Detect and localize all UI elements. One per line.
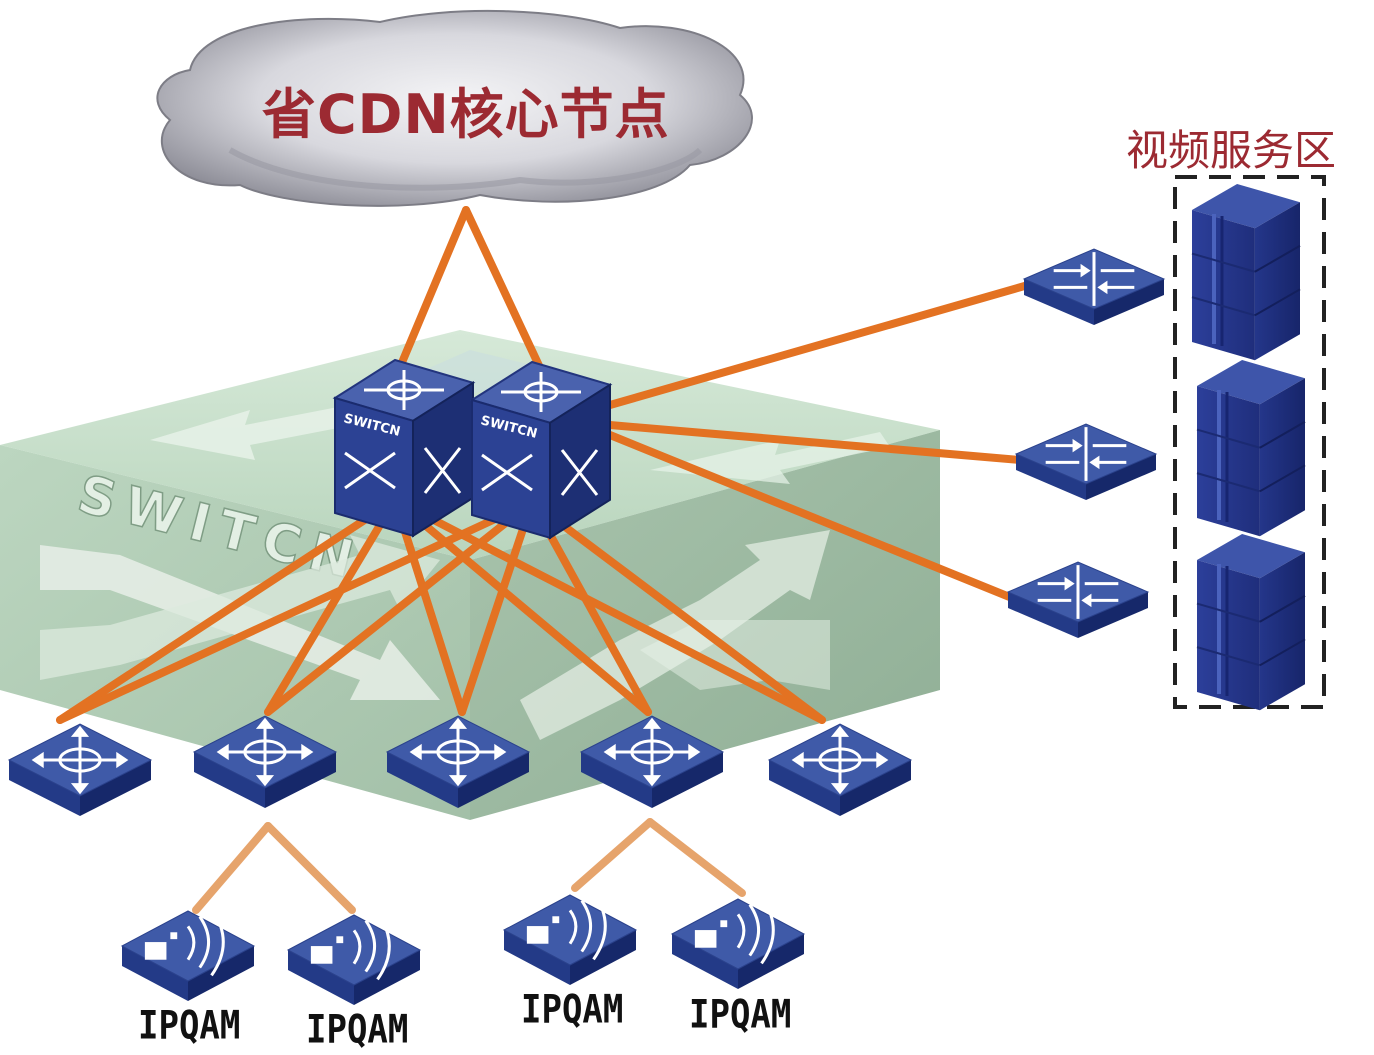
video-server-3 (1196, 534, 1306, 711)
converge-arrows-icon (1037, 565, 1119, 619)
core-to-server-links (606, 281, 1032, 602)
access-switch-1 (7, 723, 153, 816)
wireless-icon (144, 907, 225, 977)
router-arrows-icon (603, 717, 701, 787)
video-server-2 (1196, 360, 1306, 537)
core-switch-right: SWITCN (469, 360, 613, 540)
cloud-label: 省CDN核心节点 (262, 83, 670, 146)
ipqam-label-2: IPQAM (306, 1007, 409, 1053)
access-switch-2 (192, 715, 338, 808)
router-arrows-icon (409, 717, 507, 787)
access-switch-4 (579, 715, 725, 808)
wireless-icon (694, 895, 775, 965)
cloud-uplinks (394, 206, 546, 376)
zone-switch-3 (1006, 561, 1150, 638)
ipqam-device-2 (286, 911, 422, 1005)
video-zone-switches (1006, 248, 1166, 638)
access-to-ipqam-links (192, 818, 746, 914)
zone-switch-1 (1022, 248, 1166, 325)
wireless-icon (310, 911, 391, 981)
converge-arrows-icon (1045, 427, 1127, 481)
access-switch-row (7, 715, 913, 816)
access-switch-3 (385, 715, 531, 808)
ipqam-label-1: IPQAM (138, 1003, 241, 1049)
switch-arrows-icon (481, 372, 599, 496)
zone-switch-2 (1014, 423, 1158, 500)
ipqam-label-3: IPQAM (521, 987, 624, 1033)
core-to-access-links (56, 496, 826, 724)
ipqam-device-1 (120, 907, 256, 1001)
ipqam-label-4: IPQAM (689, 992, 792, 1038)
ipqam-devices (120, 891, 806, 1005)
video-server-1 (1191, 184, 1301, 361)
video-zone-label: 视频服务区 (1126, 126, 1337, 175)
wireless-icon (526, 891, 607, 961)
router-arrows-icon (31, 725, 129, 795)
access-switch-5 (767, 723, 913, 816)
ipqam-device-3 (502, 891, 638, 985)
cdn-core-cloud (156, 9, 753, 207)
router-arrows-icon (216, 717, 314, 787)
ipqam-device-4 (670, 895, 806, 989)
video-servers (1191, 184, 1306, 711)
router-arrows-icon (791, 725, 889, 795)
switch-arrows-icon (344, 370, 462, 494)
converge-arrows-icon (1053, 252, 1135, 306)
core-switch-left: SWITCN (332, 358, 476, 538)
background-switch-illustration: SWITCN (0, 330, 940, 820)
